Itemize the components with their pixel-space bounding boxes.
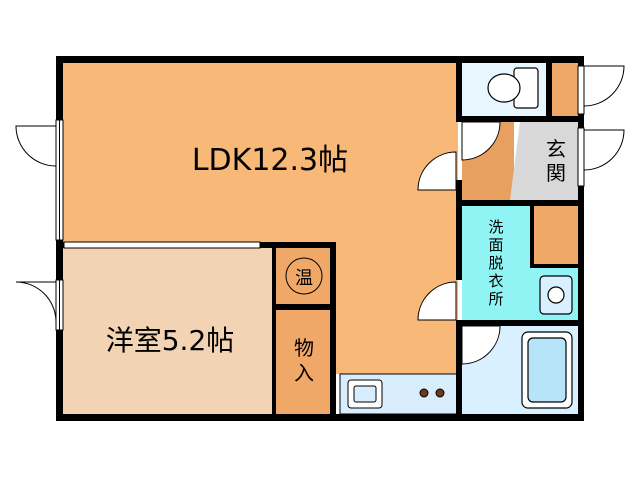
washroom-label-2: 面 <box>488 236 503 254</box>
storage-label-bottom: 入 <box>294 361 314 385</box>
entrance-label-top: 玄 <box>546 137 566 161</box>
bathtub-fixture <box>521 331 573 409</box>
washroom-label-4: 衣 <box>488 272 503 290</box>
windows <box>55 65 585 331</box>
washroom-label-1: 洗 <box>488 218 503 236</box>
entrance-label-bottom: 関 <box>546 161 566 185</box>
small-closet <box>552 62 578 116</box>
storage-label-top: 物 <box>294 336 314 360</box>
shoe-closet <box>534 206 578 264</box>
entrance-floor <box>510 122 578 200</box>
washroom-label-5: 所 <box>488 290 503 308</box>
kitchen-fixtures <box>347 379 445 409</box>
western-room-floor <box>62 248 272 414</box>
washbasin-fixture <box>539 275 573 315</box>
ldk-label: LDK12.3帖 <box>192 143 348 178</box>
door-swings <box>15 65 625 365</box>
washroom-label-3: 脱 <box>488 254 503 272</box>
western-room-label: 洋室5.2帖 <box>106 324 235 357</box>
toilet-fixture <box>487 67 539 109</box>
water-heater-icon <box>285 257 323 295</box>
water-heater-label: 温 <box>295 268 313 289</box>
storage-floor <box>276 310 332 414</box>
ldk-floor <box>62 62 458 242</box>
